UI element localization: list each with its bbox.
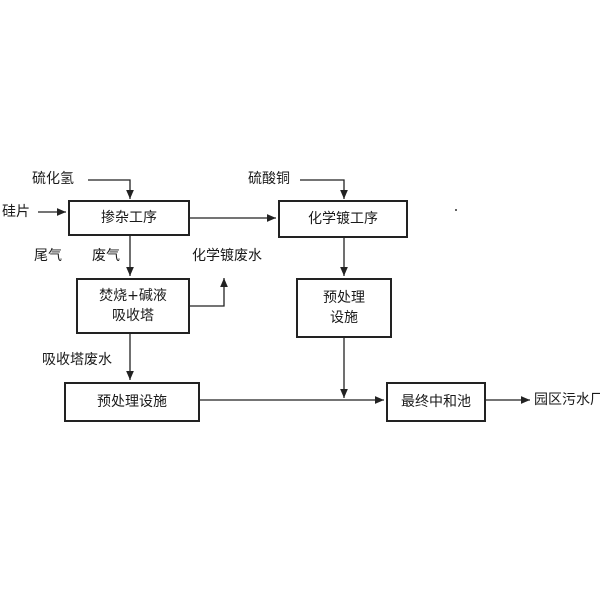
doping-process-label: 掺杂工序 <box>101 210 157 226</box>
park-sewage-label: 园区污水厂 <box>534 392 600 408</box>
copper-sulfate-arrow <box>300 179 348 199</box>
pretreatment-bottom-label: 预处理设施 <box>97 394 167 410</box>
final-neutralization-box: 最终中和池 <box>386 382 486 422</box>
plating-wastewater-label: 化学镀废水 <box>192 248 262 264</box>
final-neutralization-label: 最终中和池 <box>401 394 471 410</box>
chemical-plating-box: 化学镀工序 <box>278 200 408 238</box>
chemical-plating-label: 化学镀工序 <box>308 211 378 227</box>
pretreatment-right-line2: 设施 <box>330 310 358 326</box>
h2s-arrow <box>88 179 134 199</box>
incineration-label-line1: 焚烧+碱液 <box>99 288 167 304</box>
tail-gas-label: 尾气 <box>34 248 62 264</box>
pretreatment-right-text: 预处理 设施 <box>323 288 365 328</box>
input-silicon-wafer: 硅片 <box>2 204 30 220</box>
incineration-label-line2: 吸收塔 <box>111 308 154 324</box>
pretreatment-facility-bottom-box: 预处理设施 <box>64 382 200 422</box>
pretreatment-facility-right-box: 预处理 设施 <box>296 278 392 338</box>
incineration-absorber-box: 焚烧+碱液 吸收塔 <box>76 278 190 334</box>
absorber-wastewater-label: 吸收塔废水 <box>42 352 112 368</box>
incineration-absorber-text: 焚烧+碱液 吸收塔 <box>99 286 167 326</box>
plating-wastewater-arrow <box>190 278 228 307</box>
input-hydrogen-sulfide: 硫化氢 <box>32 171 74 187</box>
stray-dot <box>455 209 457 211</box>
pretreatment-right-line1: 预处理 <box>323 290 365 306</box>
waste-gas-label: 废气 <box>92 248 120 264</box>
input-copper-sulfate: 硫酸铜 <box>248 171 290 187</box>
doping-process-box: 掺杂工序 <box>68 200 190 236</box>
